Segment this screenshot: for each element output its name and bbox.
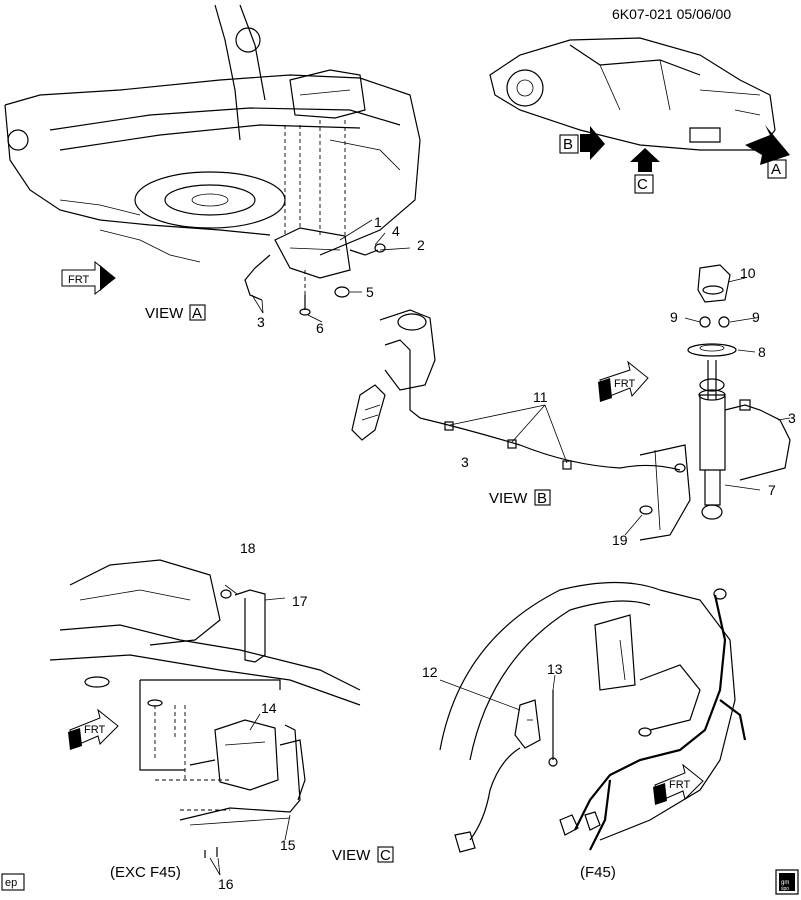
callout-8: 8 bbox=[758, 344, 766, 360]
view-c-illustration: FRT bbox=[49, 559, 361, 876]
view-a-box bbox=[189, 304, 206, 321]
view-a-letter: A bbox=[192, 305, 202, 322]
view-b-letter: B bbox=[537, 490, 547, 507]
frt-label-4: FRT bbox=[669, 779, 690, 791]
shock-assembly-illustration: FRT bbox=[351, 264, 791, 541]
callout-10: 10 bbox=[740, 265, 756, 281]
callout-14: 14 bbox=[261, 700, 277, 716]
view-b-box bbox=[534, 489, 551, 506]
corner-code: ep bbox=[5, 877, 17, 889]
callout-3-right: 3 bbox=[788, 410, 796, 426]
callout-2: 2 bbox=[417, 237, 425, 253]
callout-16: 16 bbox=[218, 876, 234, 892]
frt-label-3: FRT bbox=[84, 724, 105, 736]
callout-5: 5 bbox=[366, 284, 374, 300]
callout-6: 6 bbox=[316, 320, 324, 336]
callout-3-view-a: 3 bbox=[257, 314, 265, 330]
caption-exc-f45: (EXC F45) bbox=[110, 864, 181, 881]
frt-arrow-icon: FRT bbox=[61, 260, 116, 296]
trunk-body-illustration bbox=[4, 4, 421, 323]
view-b-label: VIEW bbox=[489, 490, 528, 507]
caption-f45: (F45) bbox=[580, 864, 616, 881]
callout-13: 13 bbox=[547, 661, 563, 677]
svg-text:spo: spo bbox=[781, 886, 789, 892]
callout-17: 17 bbox=[292, 593, 308, 609]
gm-spo-logo-icon: gm spo bbox=[775, 869, 799, 895]
view-arrow-b-icon: B bbox=[559, 126, 605, 160]
callout-11: 11 bbox=[533, 389, 548, 405]
view-c-box bbox=[377, 846, 394, 863]
svg-text:gm: gm bbox=[781, 880, 789, 886]
arrow-b-letter: B bbox=[563, 136, 573, 153]
frt-label-1: FRT bbox=[68, 274, 89, 286]
callout-1: 1 bbox=[374, 214, 382, 230]
callout-15: 15 bbox=[280, 837, 296, 853]
callout-18: 18 bbox=[240, 540, 256, 556]
callout-12: 12 bbox=[422, 664, 438, 680]
corner-code-box bbox=[1, 873, 25, 891]
callout-4: 4 bbox=[392, 223, 400, 239]
car-illustration bbox=[489, 37, 776, 151]
arrow-c-letter: C bbox=[637, 176, 648, 193]
view-arrow-a-icon: A bbox=[745, 125, 790, 179]
frt-label-2: FRT bbox=[614, 378, 635, 390]
arrow-a-letter: A bbox=[771, 161, 781, 178]
callout-19: 19 bbox=[612, 532, 628, 548]
callout-9-right: 9 bbox=[752, 309, 760, 325]
view-c-label: VIEW bbox=[332, 847, 371, 864]
view-arrow-c-icon: C bbox=[630, 148, 660, 194]
view-c-letter: C bbox=[380, 847, 391, 864]
callout-7: 7 bbox=[768, 482, 776, 498]
callout-3-view-b: 3 bbox=[461, 454, 469, 470]
callout-9-left: 9 bbox=[670, 309, 678, 325]
drawing-id: 6K07-021 05/06/00 bbox=[612, 6, 731, 22]
view-a-label: VIEW bbox=[145, 305, 184, 322]
f45-wheelhouse-illustration: FRT bbox=[439, 581, 747, 853]
